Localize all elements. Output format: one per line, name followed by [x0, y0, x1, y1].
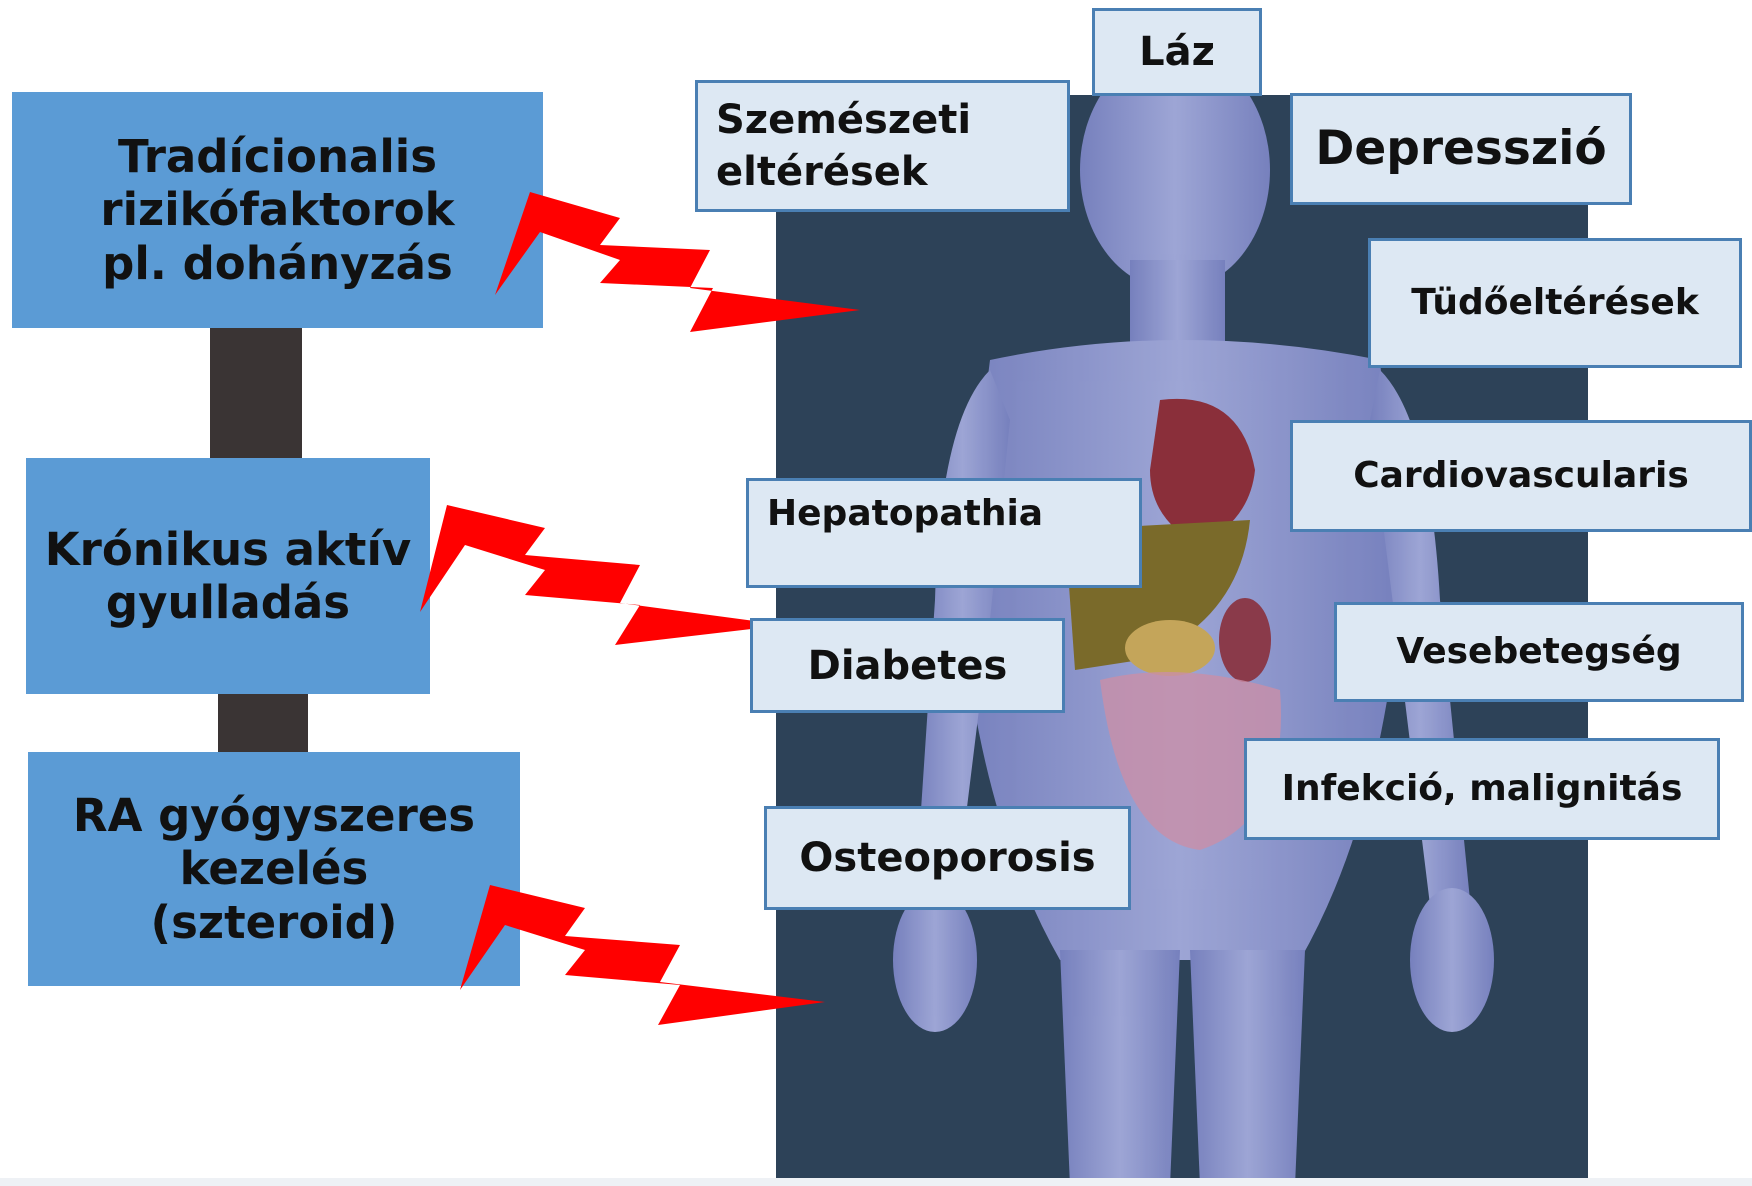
- label-diabetes: Diabetes: [750, 618, 1065, 713]
- lightning-bolt-icon: [495, 192, 860, 332]
- label-infekcio-malignitas: Infekció, malignitás: [1244, 738, 1720, 840]
- label-szemeszeti: Szemészeti eltérések: [695, 80, 1070, 212]
- label-tudoelteresek: Tüdőeltérések: [1368, 238, 1742, 368]
- label-vesebetegseg: Vesebetegség: [1334, 602, 1744, 702]
- label-depresszio: Depresszió: [1290, 93, 1632, 205]
- bottom-strip: [0, 1178, 1752, 1186]
- lightning-bolt-icon: [420, 505, 785, 645]
- label-cardiovascularis: Cardiovascularis: [1290, 420, 1752, 532]
- label-hepatopathia: Hepatopathia: [746, 478, 1142, 588]
- label-laz: Láz: [1092, 8, 1262, 96]
- label-osteoporosis: Osteoporosis: [764, 806, 1131, 910]
